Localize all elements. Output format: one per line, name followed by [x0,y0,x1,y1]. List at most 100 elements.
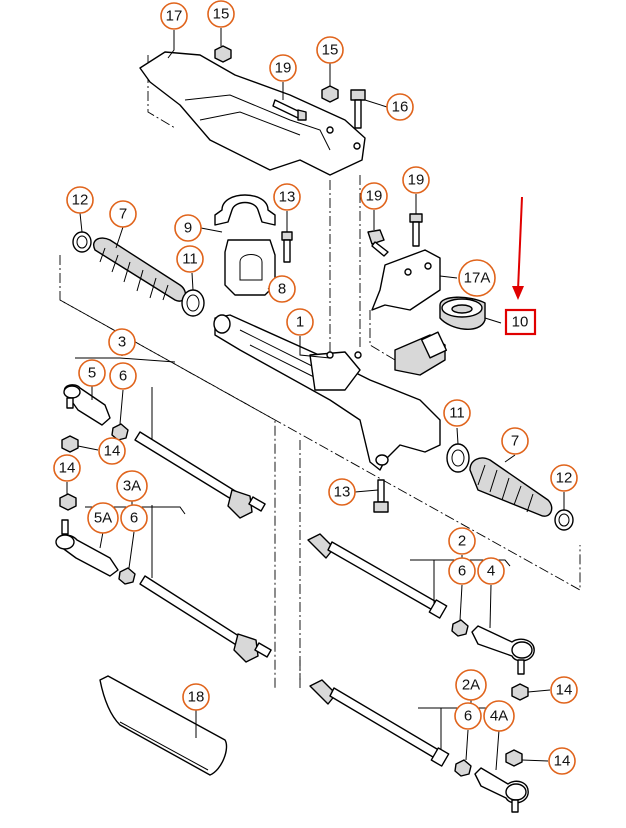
part-13-bolt-upper [281,231,293,263]
svg-text:14: 14 [104,443,121,460]
svg-text:6: 6 [458,563,466,580]
callout-12: 12 [66,186,94,214]
part-5A-tie-rod-end [55,519,119,577]
callout-14: 14 [98,437,126,465]
svg-text:3: 3 [118,334,126,351]
part-19-bolt-left [367,229,389,257]
callout-4: 4 [477,557,505,585]
callout-12: 12 [550,464,578,492]
callout-17: 17 [160,2,188,30]
svg-text:11: 11 [449,405,465,422]
part-17A-bracket [371,249,441,311]
part-3-inner-tie-rod [134,431,266,519]
svg-text:7: 7 [119,206,127,223]
callout-5: 5 [78,359,106,387]
callout-1: 1 [286,308,314,336]
part-19-bolt-right [409,213,423,247]
svg-text:4A: 4A [490,708,508,725]
callout-8: 8 [268,275,296,303]
callout-6: 6 [448,557,476,585]
svg-text:13: 13 [279,189,296,206]
part-11-ring-left [181,289,205,317]
red-arrow [512,196,524,300]
part-5-tie-rod-end [63,384,111,426]
svg-text:14: 14 [59,460,76,477]
part-14-nut-d [505,749,523,767]
callout-18: 18 [182,683,210,711]
part-16-stud [350,89,366,129]
part-12-clamp-left [72,231,92,253]
svg-text:11: 11 [182,251,198,268]
svg-text:19: 19 [366,188,383,205]
callout-6: 6 [120,504,148,532]
callout-17A: 17A [458,259,496,297]
part-6-nut-b [118,567,136,585]
svg-text:6: 6 [464,708,472,725]
part-18-grease-tube [99,675,228,776]
part-6-nut-a [111,423,129,441]
callout-15: 15 [207,0,235,28]
callout-14: 14 [53,454,81,482]
part-14-nut-c [511,683,529,701]
svg-text:2A: 2A [462,677,480,694]
svg-text:19: 19 [275,60,292,77]
part-15-nut-top [214,45,232,63]
part-13-bolt-lower [373,479,389,513]
callout-13: 13 [273,183,301,211]
part-3A-inner-tie-rod [139,575,272,663]
svg-text:17A: 17A [464,270,491,287]
svg-text:14: 14 [556,682,573,699]
callout-14: 14 [550,676,578,704]
part-14-nut-b [59,493,77,511]
svg-text:3A: 3A [123,478,141,495]
svg-text:15: 15 [213,6,230,23]
callout-11: 11 [176,245,204,273]
callout-5A: 5A [87,502,119,534]
callout-9: 9 [174,214,202,242]
part-4-tie-rod-end [471,625,535,675]
callout-7: 7 [109,200,137,228]
part-1-rack-housing [213,314,448,471]
callout-15: 15 [316,36,344,64]
part-7-boot-left [93,237,187,302]
svg-text:6: 6 [119,368,127,385]
part-17-mounting-bracket [139,51,366,176]
part-15-nut-right [321,85,339,103]
svg-text:14: 14 [554,753,571,770]
group-outline-lines [59,55,581,690]
part-10-pad [439,296,486,330]
svg-text:1: 1 [296,314,304,331]
part-4A-tie-rod-end [474,767,529,813]
callout-6: 6 [454,702,482,730]
part-7-boot-right [469,457,553,517]
part-2-inner-tie-rod [307,533,448,619]
callout-11: 11 [443,399,471,427]
callout-14: 14 [548,747,576,775]
svg-text:13: 13 [334,484,351,501]
svg-text:16: 16 [392,99,409,116]
callout-19: 19 [269,54,297,82]
part-14-nut-a [61,435,79,453]
svg-text:6: 6 [130,510,138,527]
part-12-clamp-right [554,509,574,531]
part-8-bushing [224,239,276,296]
svg-text:5: 5 [88,365,96,382]
callout-19: 19 [360,182,388,210]
part-9-clamp [214,194,276,226]
callout-7: 7 [501,427,529,455]
callout-3A: 3A [116,470,148,502]
part-6-nut-d [454,759,472,777]
part-2A-inner-tie-rod [309,679,450,767]
callout-6: 6 [109,362,137,390]
svg-text:8: 8 [278,281,286,298]
callout-4A: 4A [483,700,515,732]
part-11-ring-right [446,443,470,473]
part-6-nut-c [451,619,469,637]
svg-text:12: 12 [72,192,89,209]
svg-text:10: 10 [512,314,529,331]
svg-text:15: 15 [322,42,339,59]
svg-text:2: 2 [458,533,466,550]
svg-text:18: 18 [188,689,205,706]
callout-2: 2 [448,527,476,555]
